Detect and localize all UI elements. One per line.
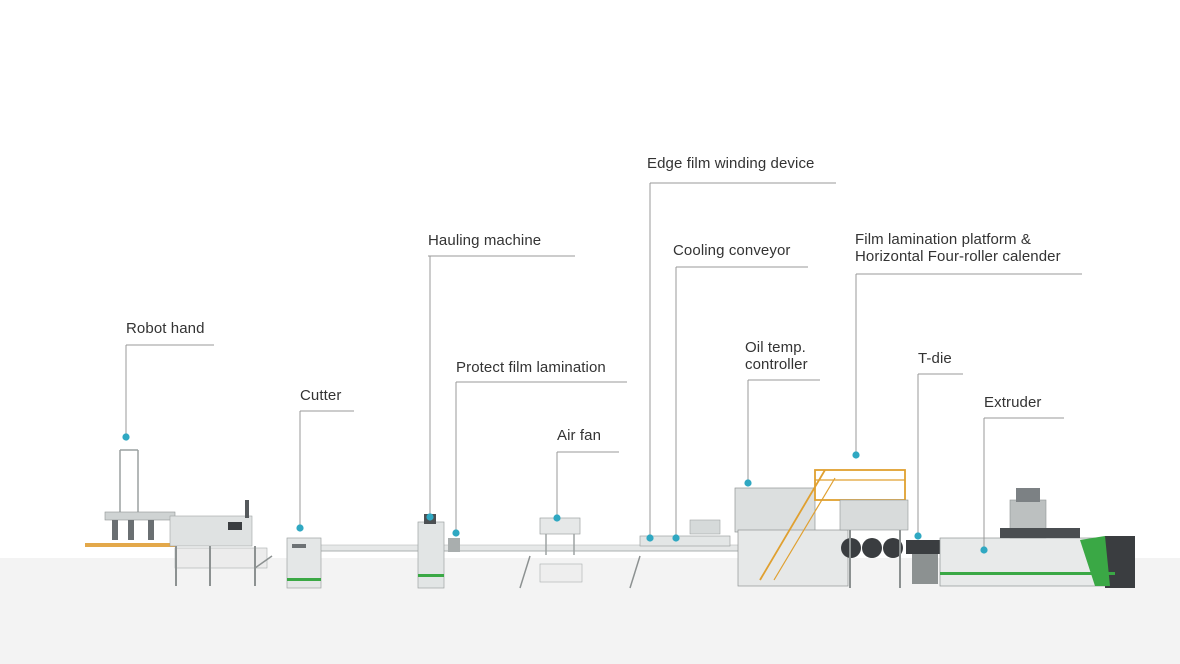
t-die-marker-dot: [914, 532, 922, 540]
robot-hand-label-line: Robot hand: [126, 320, 205, 337]
extruder-unit: [939, 488, 1135, 588]
cooling-conveyor-unit: [639, 519, 731, 547]
protect-film-lamination-label: Protect film lamination: [456, 359, 606, 376]
extruder-label: Extruder: [984, 394, 1042, 411]
protect-film-lamination-marker-dot: [452, 529, 460, 537]
film-lamination-platform-label-line: Film lamination platform &: [855, 231, 1031, 248]
t-die-label: T-die: [918, 350, 952, 367]
hauling-machine-unit: [417, 514, 460, 589]
robot-hand-label: Robot hand: [126, 320, 205, 337]
extruder-label-line: Extruder: [984, 394, 1042, 411]
hauling-machine-marker-dot: [426, 513, 434, 521]
film-lamination-platform-label: Film lamination platform &Horizontal Fou…: [855, 231, 1061, 265]
oil-temp-controller-label-line: controller: [745, 356, 808, 373]
callout-leaders: [122, 182, 1082, 554]
film-lamination-platform-label-line: Horizontal Four-roller calender: [855, 248, 1061, 265]
robot-hand-machine: [85, 449, 273, 586]
edge-film-winding-device-label-line: Edge film winding device: [647, 155, 815, 172]
cutter-label: Cutter: [300, 387, 341, 404]
hauling-machine-label: Hauling machine: [428, 232, 541, 249]
edge-film-winding-device-label: Edge film winding device: [647, 155, 815, 172]
air-fan-marker-dot: [553, 514, 561, 522]
calender-platform-unit: [734, 469, 909, 588]
robot-hand-marker-dot: [122, 433, 130, 441]
extruder-marker-dot: [980, 546, 988, 554]
edge-film-winding-device-marker-dot: [646, 534, 654, 542]
oil-temp-controller-label: Oil temp.controller: [745, 339, 808, 373]
oil-temp-controller-label-line: Oil temp.: [745, 339, 806, 356]
oil-temp-controller-marker-dot: [744, 479, 752, 487]
cooling-conveyor-marker-dot: [672, 534, 680, 542]
air-fan-label-line: Air fan: [557, 427, 602, 444]
t-die-unit: [906, 540, 946, 584]
cutter-machine: [286, 537, 322, 589]
cutter-marker-dot: [296, 524, 304, 532]
protect-film-lamination-label-line: Protect film lamination: [456, 359, 606, 376]
air-fan-label: Air fan: [557, 427, 601, 444]
t-die-label-line: T-die: [918, 350, 952, 367]
film-lamination-platform-marker-dot: [852, 451, 860, 459]
cooling-conveyor-label: Cooling conveyor: [673, 242, 791, 259]
air-fan-unit: [519, 517, 641, 589]
cutter-label-line: Cutter: [300, 387, 342, 404]
cooling-conveyor-label-line: Cooling conveyor: [673, 242, 791, 259]
hauling-machine-label-line: Hauling machine: [428, 232, 542, 249]
